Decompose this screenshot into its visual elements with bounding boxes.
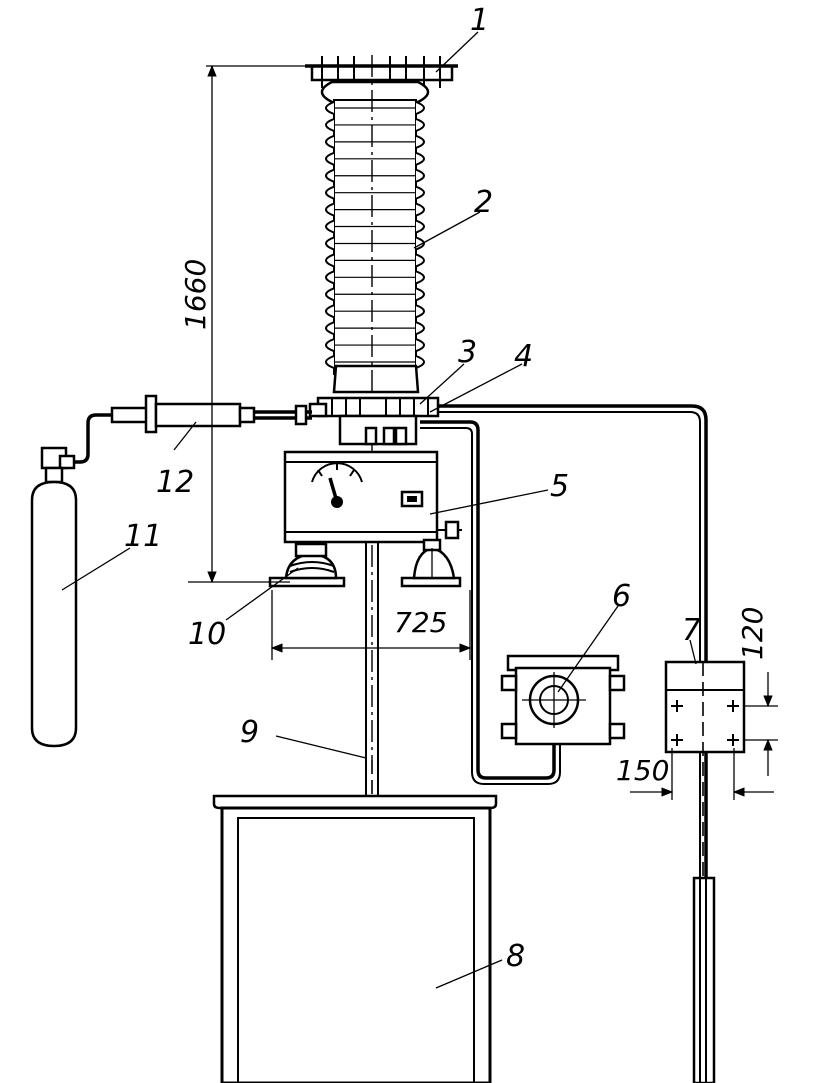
insulator-shed [325, 338, 425, 353]
insulator-shed [325, 236, 425, 251]
gas-regulator [110, 394, 312, 434]
dimension-box-width-label: 150 [616, 754, 669, 787]
insulator-shed [325, 270, 425, 285]
insulator-shed [325, 151, 425, 166]
insulator-shed [325, 219, 425, 234]
callout-8: 8 [506, 939, 525, 974]
insulator-shed [325, 185, 425, 200]
pipe-to-gauge-box [420, 420, 561, 785]
callout-12: 12 [156, 465, 194, 500]
callout-3: 3 [458, 335, 477, 370]
bushing-flange [308, 396, 440, 446]
pipe-to-box [438, 404, 708, 880]
insulator-shed [325, 321, 425, 336]
dimension-box-width [630, 748, 774, 800]
dimension-box-height-label: 120 [736, 607, 769, 660]
dimension-base-width [270, 590, 472, 660]
callout-2: 2 [474, 185, 493, 220]
callout-7: 7 [682, 613, 701, 648]
callout-4: 4 [514, 339, 533, 374]
insulator-shed [325, 168, 425, 183]
top-terminal-plate [305, 56, 458, 88]
dimension-height [188, 64, 312, 584]
gauge-box [500, 654, 626, 746]
dimension-box-height [744, 672, 778, 776]
insulator-shed [325, 253, 425, 268]
tank-housing [283, 450, 462, 544]
callout-10: 10 [188, 617, 226, 652]
callout-6: 6 [612, 579, 631, 614]
junction-box [664, 660, 746, 880]
leader-lines [61, 31, 697, 989]
insulator-shed [325, 304, 425, 319]
conduit [692, 876, 716, 1083]
callout-5: 5 [550, 469, 569, 504]
dimension-height-label: 1660 [179, 259, 212, 330]
gas-cylinder [30, 446, 78, 748]
insulator-shed [325, 202, 425, 217]
insulator-column [320, 80, 430, 394]
test-vessel [212, 794, 498, 1083]
callout-11: 11 [124, 519, 162, 554]
callout-1: 1 [470, 3, 489, 38]
insulator-shed [325, 287, 425, 302]
supply-pipe [70, 413, 112, 464]
insulator-shed [325, 117, 425, 132]
support-insulators [268, 538, 462, 588]
callout-9: 9 [240, 715, 259, 750]
insulator-shed [325, 355, 425, 369]
insulator-shed [325, 101, 425, 115]
dimension-base-width-label: 725 [394, 606, 447, 639]
insulator-shed [325, 134, 425, 149]
